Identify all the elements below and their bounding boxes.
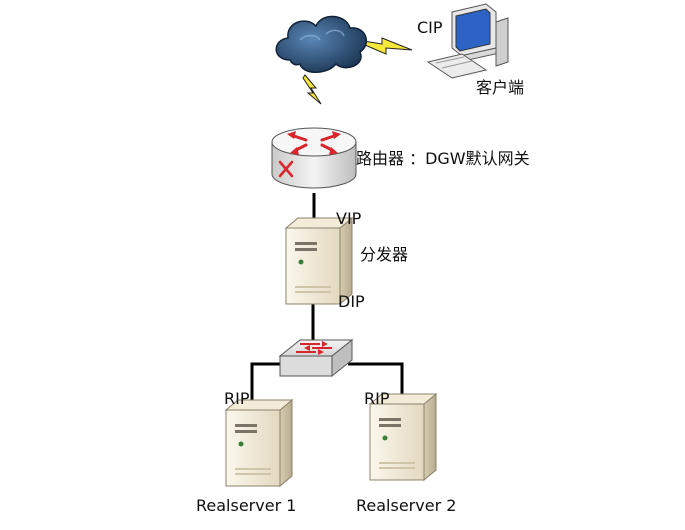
director-label: 分发器 [360, 245, 408, 264]
link-switch-realserver2 [348, 362, 404, 396]
client-ip-label: CIP [417, 18, 443, 37]
rip-label-1: RIP [224, 389, 250, 408]
network-switch-icon [278, 338, 354, 378]
server-tower-icon [225, 399, 293, 487]
realserver-1-label: Realserver 1 [196, 496, 296, 515]
lightning-link-icon [302, 74, 322, 105]
client-label: 客户端 [476, 78, 524, 97]
internet-cloud-icon [275, 15, 368, 73]
realserver-2-label: Realserver 2 [356, 496, 456, 515]
link-switch-realserver1 [250, 362, 280, 402]
router-label: 路由器 ：DGW默认网关 [356, 149, 530, 168]
vip-label: VIP [336, 209, 362, 228]
rip-label-2: RIP [364, 389, 390, 408]
desktop-computer-icon [426, 3, 509, 79]
dip-label: DIP [338, 292, 365, 311]
router-icon [271, 127, 357, 189]
